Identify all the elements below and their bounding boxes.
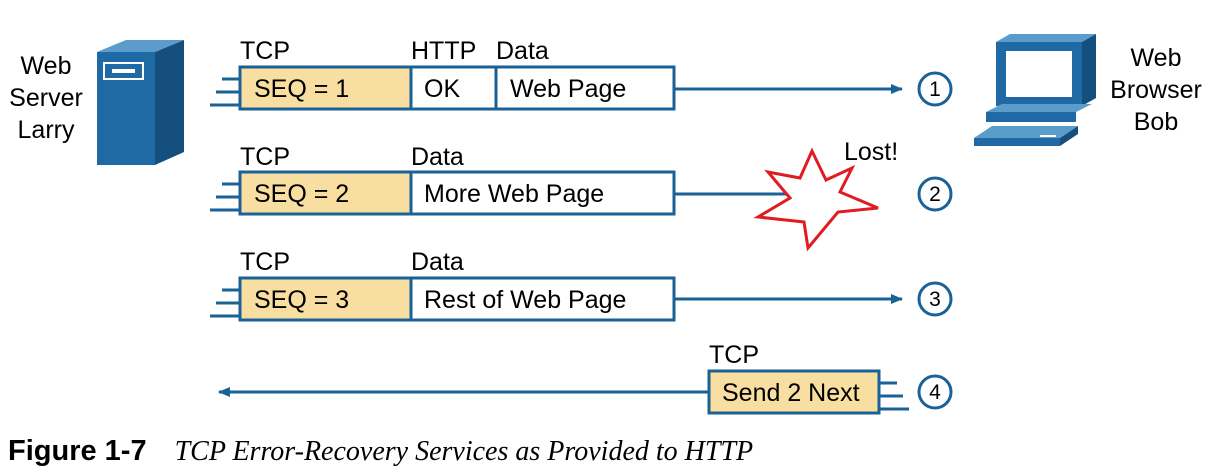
web-browser-computer-icon bbox=[974, 34, 1096, 146]
row-1-seq-text: SEQ = 1 bbox=[254, 75, 349, 103]
server-label-line-1: Web bbox=[21, 52, 72, 80]
row-2-data-text: More Web Page bbox=[424, 180, 604, 208]
row-3-data-label: Data bbox=[411, 248, 464, 276]
web-server-icon bbox=[97, 40, 184, 165]
row-1-http-label: HTTP bbox=[411, 37, 476, 65]
server-label-line-2: Server bbox=[9, 84, 83, 112]
row-1: TCP HTTP Data SEQ = 1 OK Web Page 1 bbox=[210, 37, 953, 111]
row-2-seq-segment bbox=[238, 170, 413, 216]
figure-title: TCP Error-Recovery Services as Provided … bbox=[174, 436, 754, 467]
figure-caption: Figure 1-7 TCP Error-Recovery Services as… bbox=[8, 431, 753, 471]
row-4-number: 4 bbox=[929, 381, 941, 404]
row-3: TCP Data SEQ = 3 Rest of Web Page 3 bbox=[210, 248, 953, 322]
browser-label-line-3: Bob bbox=[1134, 108, 1178, 136]
row-2-tail-lines bbox=[210, 182, 240, 212]
row-2-tcp-label: TCP bbox=[240, 143, 290, 171]
row-2-seq-text: SEQ = 2 bbox=[254, 180, 349, 208]
row-1-tcp-label: TCP bbox=[240, 37, 290, 65]
diagram-canvas: Web Server Larry Web Browser Bob TCP HTT… bbox=[9, 34, 1202, 415]
figure-number: Figure 1-7 bbox=[8, 435, 147, 467]
row-4-tail-lines bbox=[879, 381, 909, 411]
row-4-tcp-label: TCP bbox=[709, 341, 759, 369]
browser-label-line-1: Web bbox=[1131, 44, 1182, 72]
row-3-seq-text: SEQ = 3 bbox=[254, 286, 349, 314]
row-1-number-circle bbox=[917, 71, 953, 107]
row-1-number: 1 bbox=[929, 78, 941, 101]
row-3-number: 3 bbox=[929, 288, 941, 311]
row-3-number-circle bbox=[917, 281, 953, 317]
row-4-number-circle bbox=[917, 374, 953, 410]
row-1-data-text: Web Page bbox=[510, 75, 626, 103]
row-2: TCP Data SEQ = 2 More Web Page Lost! 2 bbox=[210, 138, 953, 252]
row-4-ack-text: Send 2 Next bbox=[722, 379, 860, 407]
server-label-line-3: Larry bbox=[18, 116, 75, 144]
row-2-number: 2 bbox=[929, 183, 941, 206]
row-4: TCP Send 2 Next 4 bbox=[218, 341, 953, 415]
row-1-seq-segment bbox=[238, 65, 413, 111]
row-1-tail-lines bbox=[210, 77, 240, 107]
row-3-seq-segment bbox=[238, 276, 413, 322]
row-2-number-circle bbox=[917, 176, 953, 212]
row-3-tail-lines bbox=[210, 288, 240, 318]
lost-burst-icon bbox=[753, 147, 879, 252]
row-2-data-label: Data bbox=[411, 143, 464, 171]
row-3-data-text: Rest of Web Page bbox=[424, 286, 626, 314]
row-1-http-text: OK bbox=[424, 75, 460, 103]
row-1-data-label: Data bbox=[496, 37, 549, 65]
row-3-tcp-label: TCP bbox=[240, 248, 290, 276]
browser-label-line-2: Browser bbox=[1110, 76, 1202, 104]
lost-label: Lost! bbox=[844, 138, 898, 166]
